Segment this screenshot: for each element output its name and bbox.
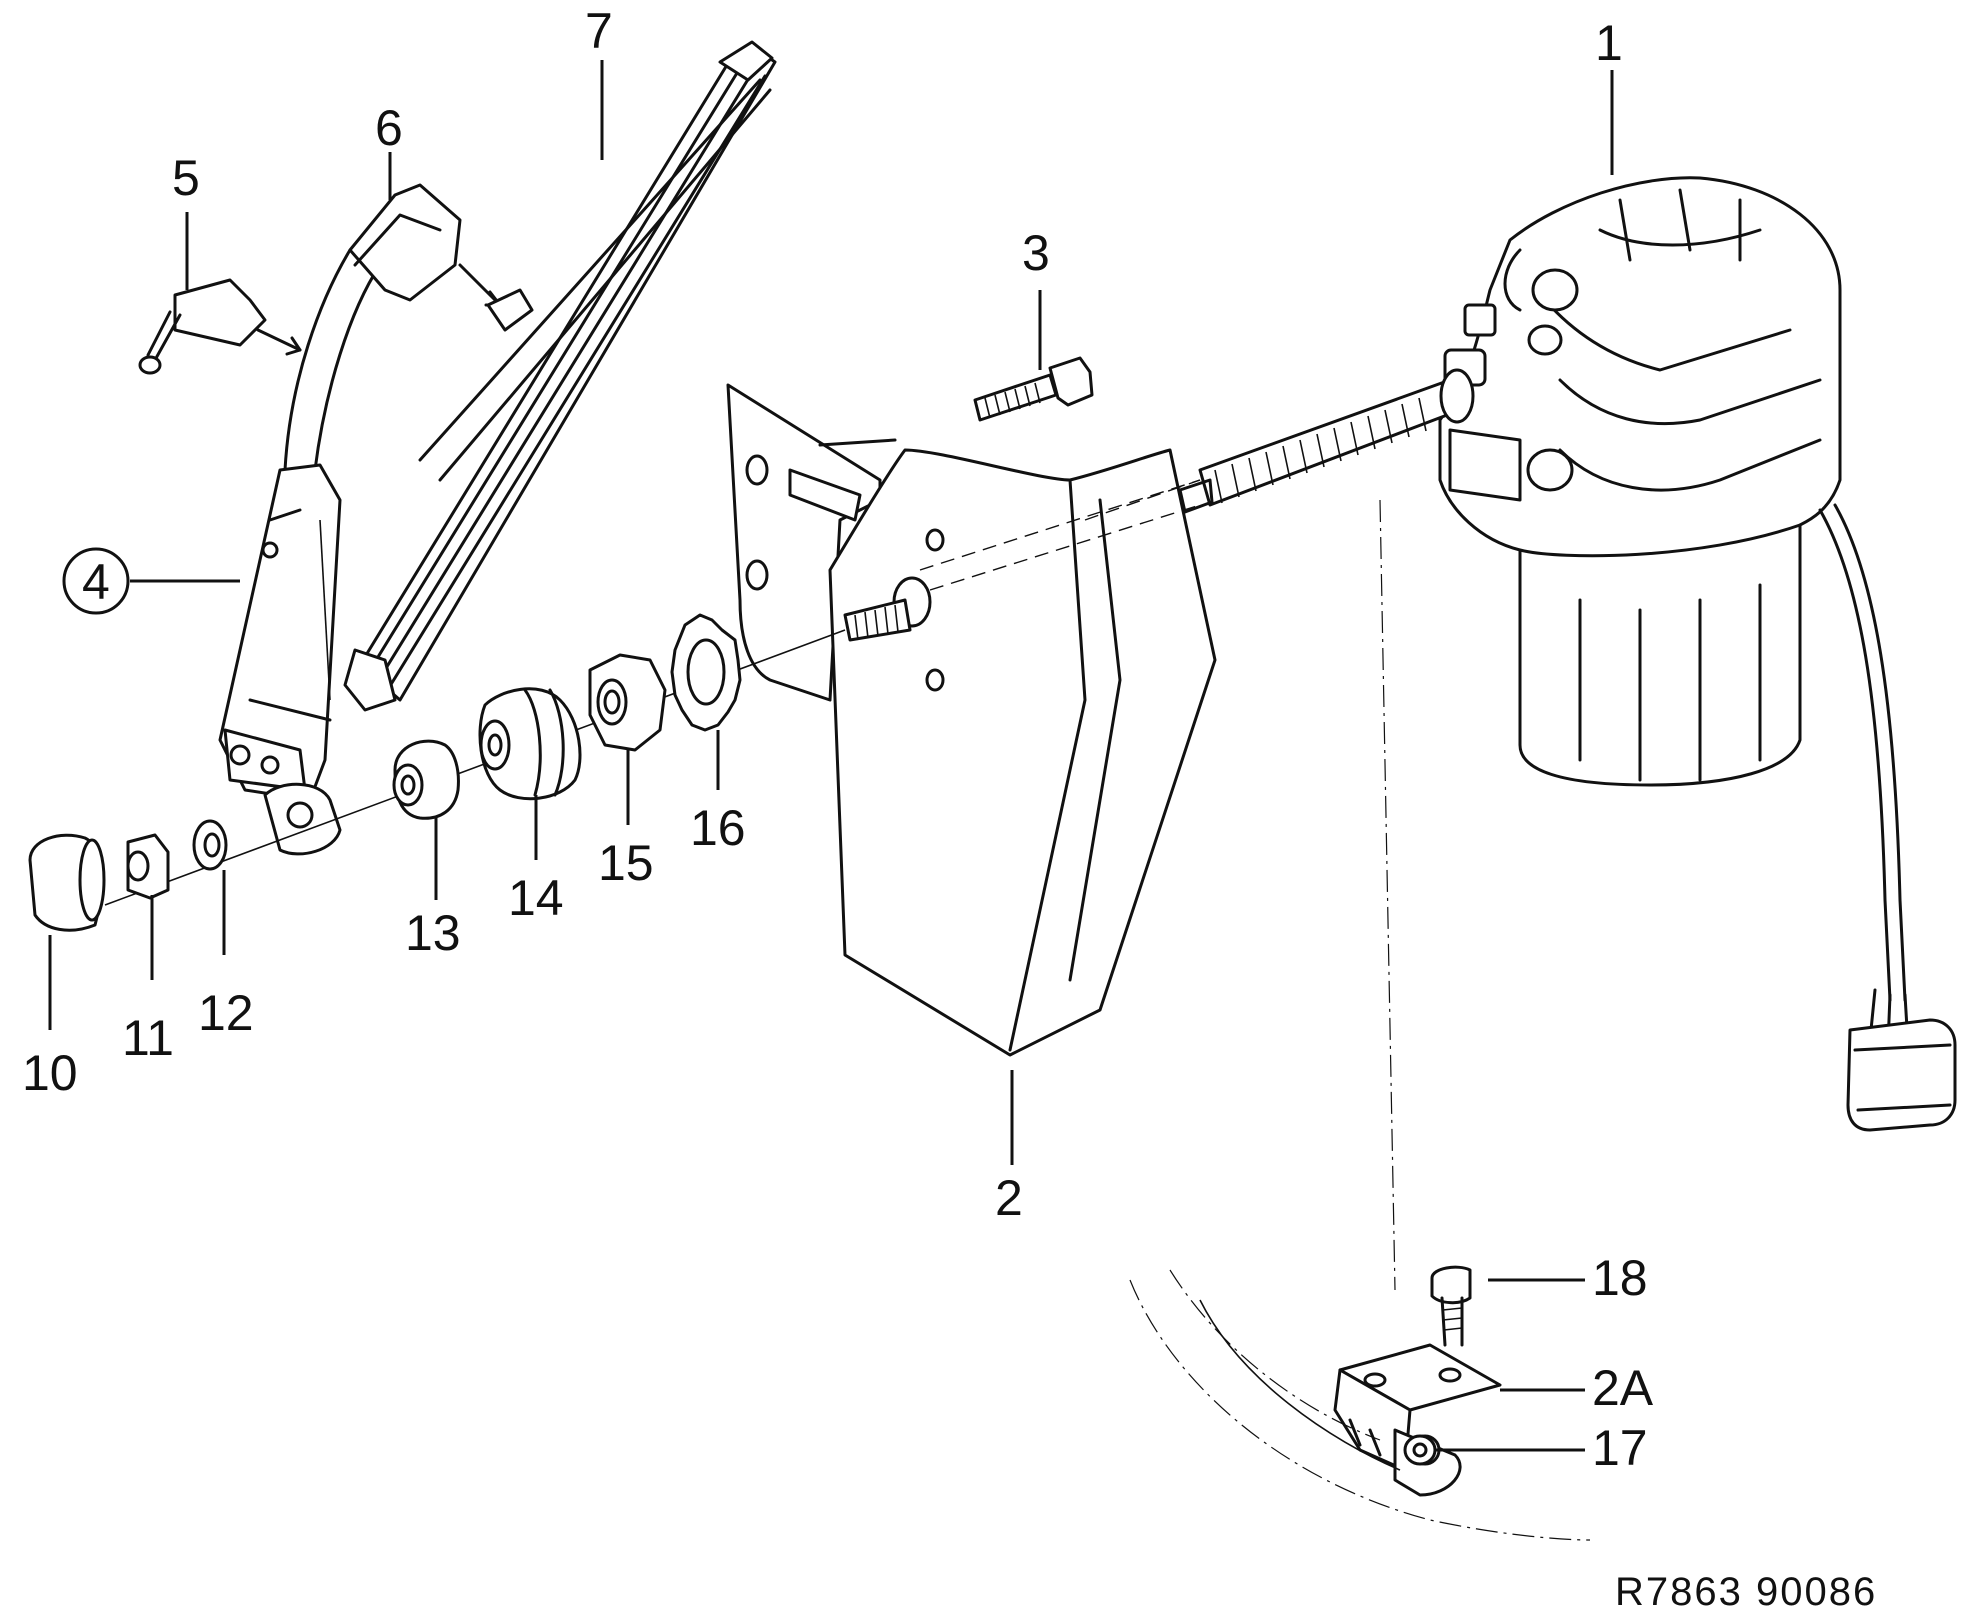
callout-labels: 1 2 2A 3 4 5 6 7 10 11 12 13 14 15 16 17…: [22, 3, 1654, 1476]
lower-bolt: [1430, 1265, 1472, 1347]
callout-12: 12: [198, 985, 254, 1041]
nut-small: [126, 833, 170, 900]
motor-cable-connector: [1818, 503, 1957, 1132]
callout-6: 6: [375, 100, 403, 156]
reference-code: R7863 90086: [1615, 1570, 1877, 1614]
output-shaft-spline: [843, 598, 912, 642]
lower-nut: [1403, 1434, 1437, 1466]
callout-13: 13: [405, 905, 461, 961]
blade-adapter: [348, 183, 502, 307]
mounting-bracket: [726, 383, 897, 702]
motor-spindle: [1178, 368, 1475, 514]
body-panel-outline: [1129, 499, 1591, 1541]
callout-16: 16: [690, 800, 746, 856]
wiper-arm: [218, 248, 382, 856]
nut-cap: [28, 833, 106, 932]
callout-2a: 2A: [1592, 1360, 1654, 1416]
callout-15: 15: [598, 835, 654, 891]
sealing-grommet: [478, 687, 582, 801]
callout-17: 17: [1592, 1420, 1648, 1476]
callout-5: 5: [172, 150, 200, 206]
callout-14: 14: [508, 870, 564, 926]
callout-10: 10: [22, 1045, 78, 1101]
callout-4: 4: [82, 554, 110, 610]
callout-2: 2: [995, 1170, 1023, 1226]
hex-nut: [588, 653, 667, 752]
callout-4-circle: [62, 547, 130, 615]
wiper-blade: [343, 40, 777, 712]
bracket-cover: [828, 448, 1217, 1057]
callout-11: 11: [122, 1010, 174, 1066]
callout-3: 3: [1022, 225, 1050, 281]
washer-small: [192, 819, 228, 871]
wiper-clip: [138, 278, 302, 375]
bush-spacer: [392, 739, 460, 820]
wiper-motor: [1438, 176, 1842, 787]
lower-bracket: [1333, 1343, 1502, 1497]
callout-18: 18: [1592, 1250, 1648, 1306]
bolt: [973, 356, 1094, 422]
lock-washer: [670, 613, 742, 732]
callout-7: 7: [585, 3, 613, 59]
callout-1: 1: [1595, 15, 1623, 71]
leader-lines: [48, 60, 1614, 1452]
